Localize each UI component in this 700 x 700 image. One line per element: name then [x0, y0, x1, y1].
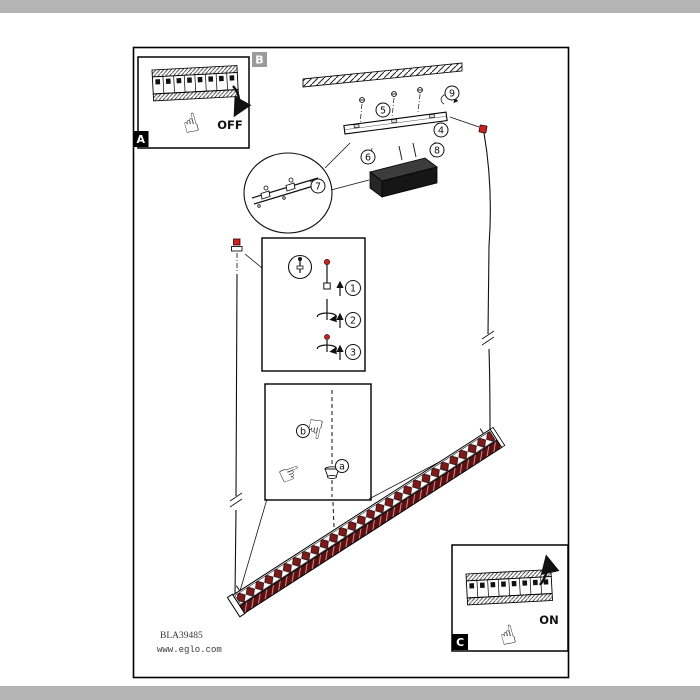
callout-a: a: [335, 459, 349, 473]
cable-anchor-red: [478, 124, 488, 134]
breaker-panel-off: [151, 65, 240, 102]
step-3-graphic: 3: [316, 334, 361, 360]
step-2-graphic: 2: [316, 299, 361, 328]
led-grid: [234, 431, 496, 605]
svg-text:9: 9: [449, 88, 455, 99]
pointing-hand-icon: ☝: [496, 620, 519, 653]
rotate-arrow-icon: [316, 312, 337, 323]
footer-model: BLA39485: [160, 631, 203, 641]
callout-4: 4: [433, 122, 449, 138]
screw-icon: [391, 91, 397, 119]
footer-website: www.eglo.com: [157, 645, 222, 655]
off-arrow-icon: [232, 85, 252, 118]
adjuster-detail-circle: [287, 254, 313, 280]
callouts-top: 9 5 4 8 6 7: [310, 85, 460, 194]
suspension-cable-left: [229, 238, 243, 597]
svg-text:6: 6: [365, 152, 371, 163]
bar-endcap-right: [489, 426, 506, 448]
callout-2: 2: [350, 315, 356, 326]
cable-break-icon: [481, 330, 495, 340]
hand-down-icon: ☟: [304, 414, 326, 447]
inset-cable-adjustment: 1 2 3: [244, 237, 366, 372]
cable-break-icon: [229, 498, 243, 508]
cable-break-icon: [229, 492, 243, 502]
label-c: C: [456, 636, 464, 649]
callout-9: 9: [444, 85, 460, 101]
label-b-box: [252, 52, 267, 67]
callout-7: 7: [310, 178, 326, 194]
inset-c-power-on: ☝ ON C: [451, 544, 569, 653]
driver-box: [369, 142, 438, 198]
breaker-panel-on: [465, 569, 554, 606]
off-label: OFF: [217, 118, 243, 132]
inset-a-power-off: ☝ OFF A: [133, 56, 252, 149]
svg-text:5: 5: [380, 105, 386, 116]
screw-icon: [417, 87, 423, 113]
ceiling-hatch: [302, 62, 463, 88]
callout-6: 6: [360, 149, 376, 165]
pendant-bar: [226, 426, 506, 618]
label-b: B: [255, 54, 263, 67]
mounting-bracket: [343, 87, 459, 163]
label-a: A: [136, 133, 145, 146]
screw-icon: [359, 97, 365, 125]
cable-gripper: [324, 466, 340, 480]
callout-8: 8: [429, 142, 445, 158]
label-c-box: [452, 634, 468, 650]
section-b: B: [252, 52, 267, 67]
bracket-detail-circle: [243, 142, 370, 234]
svg-text:a: a: [339, 461, 345, 472]
on-arrow-icon: [539, 554, 560, 586]
svg-text:b: b: [300, 426, 306, 437]
rotate-arrow-icon: [316, 344, 337, 355]
svg-text:7: 7: [315, 181, 321, 192]
cable-anchor-red: [233, 238, 241, 246]
svg-text:4: 4: [438, 125, 444, 136]
callout-5: 5: [375, 102, 391, 118]
step-1-graphic: 1: [323, 258, 361, 296]
callout-b: b: [296, 424, 310, 438]
label-a-box: [133, 131, 149, 147]
callout-1: 1: [350, 283, 356, 294]
inset-hand-adjustment: ☟ ☞ b a: [239, 383, 446, 592]
power-cable-right: [449, 116, 495, 430]
callout-3: 3: [350, 347, 356, 358]
pointing-hand-icon: ☝: [179, 108, 202, 141]
on-label: ON: [539, 613, 558, 627]
cable-break-icon: [481, 336, 495, 346]
svg-text:8: 8: [434, 145, 440, 156]
